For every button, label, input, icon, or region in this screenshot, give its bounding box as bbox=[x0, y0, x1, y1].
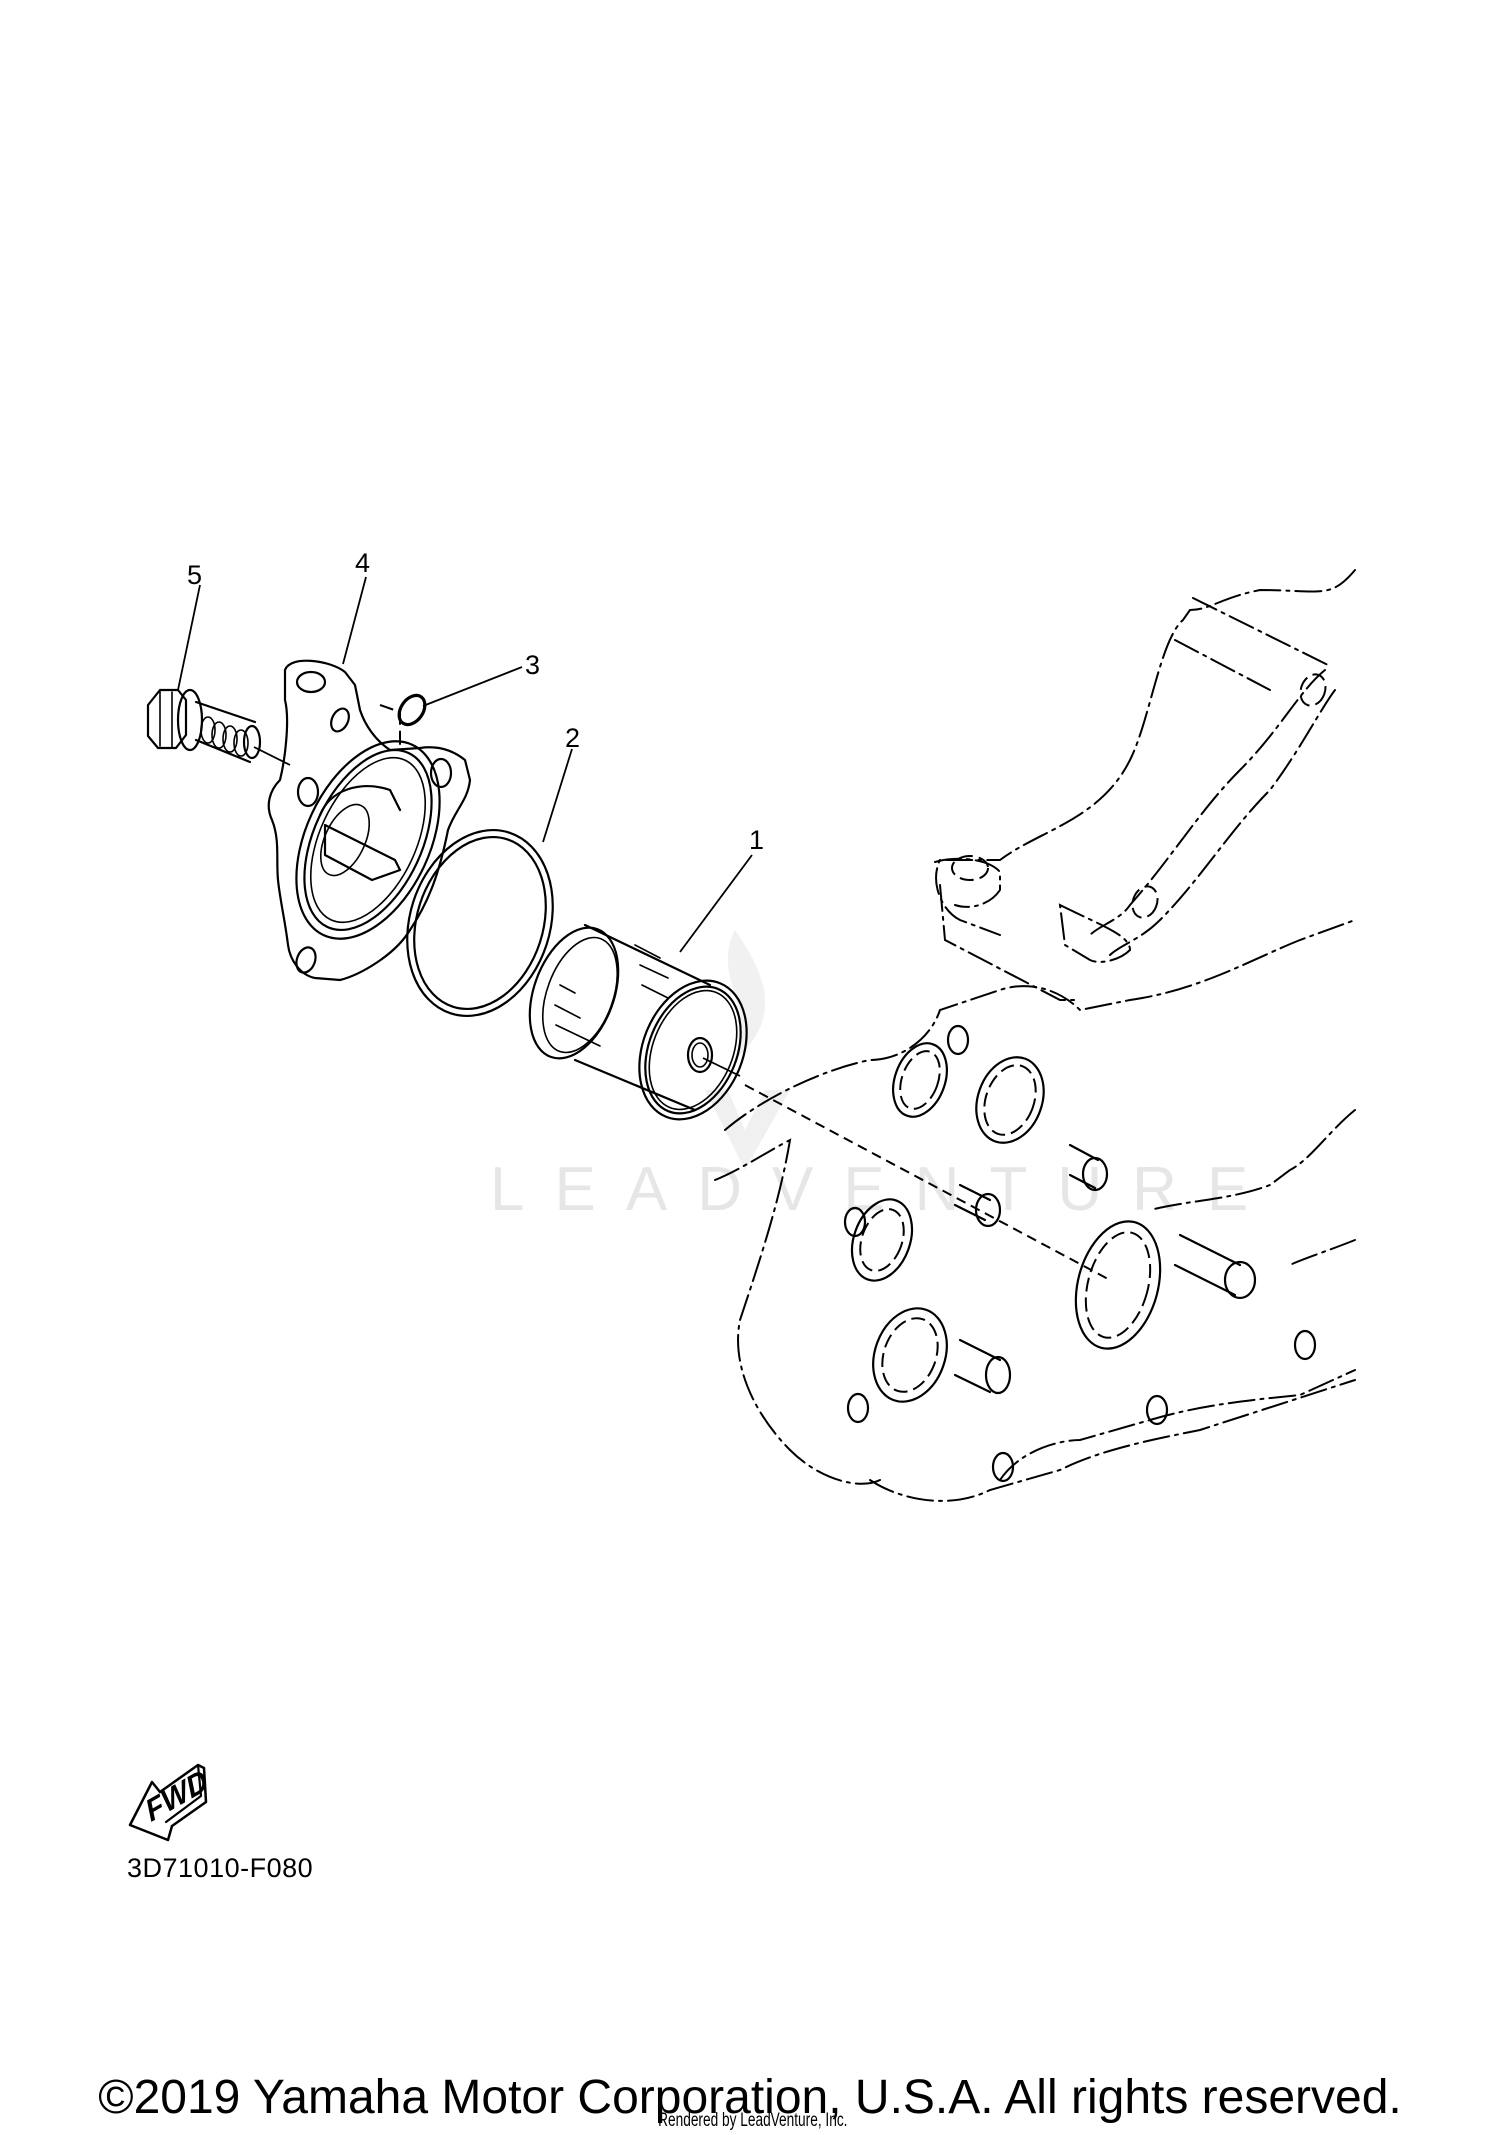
watermark-logo-icon bbox=[705, 930, 790, 1170]
callouts: 5 4 3 2 1 bbox=[177, 548, 764, 953]
callout-1: 1 bbox=[749, 825, 764, 855]
callout-5: 5 bbox=[187, 560, 202, 590]
diagram-code: 3D71010-F080 bbox=[127, 1853, 314, 1883]
copyright-notice: ©2019 Yamaha Motor Corporation, U.S.A. A… bbox=[98, 2071, 1402, 2124]
rendered-by-notice: Rendered by LeadVenture, Inc. bbox=[658, 2110, 848, 2131]
watermark-text: LEADVENTURE bbox=[490, 1155, 1278, 1224]
part-3-small-o-ring[interactable] bbox=[394, 691, 430, 730]
watermark: LEADVENTURE bbox=[490, 930, 1278, 1224]
part-1-oil-filter[interactable] bbox=[513, 915, 766, 1135]
part-2-large-o-ring[interactable] bbox=[384, 811, 576, 1035]
fwd-label: FWD bbox=[141, 1764, 213, 1829]
part-5-bolt[interactable] bbox=[146, 688, 291, 766]
callout-4: 4 bbox=[355, 548, 370, 578]
callout-2: 2 bbox=[565, 723, 580, 753]
part-4-filter-cover[interactable] bbox=[267, 659, 472, 982]
crankcase-reference bbox=[714, 569, 1356, 1502]
callout-3: 3 bbox=[525, 650, 540, 680]
fwd-arrow-icon: FWD bbox=[128, 1764, 213, 1842]
